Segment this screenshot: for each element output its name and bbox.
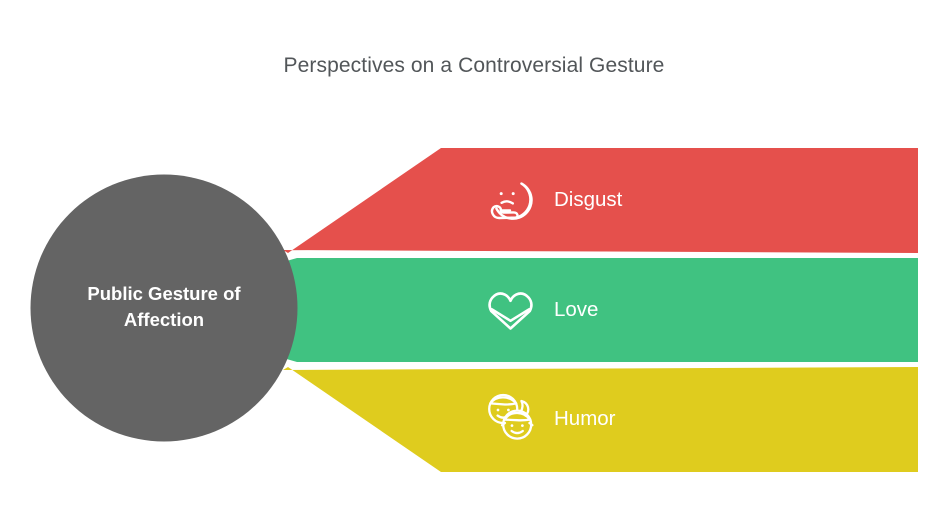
branch-band-humor[interactable] bbox=[283, 367, 918, 472]
heart-icon bbox=[488, 292, 533, 330]
branch-band-love[interactable] bbox=[283, 258, 918, 362]
hub-circle[interactable] bbox=[30, 174, 298, 442]
branch-band-disgust[interactable] bbox=[283, 148, 918, 253]
two-smiling-faces-icon bbox=[488, 393, 534, 440]
branch-band-group bbox=[283, 148, 918, 472]
nauseated-face-icon bbox=[490, 182, 533, 220]
page-title: Perspectives on a Controversial Gesture bbox=[283, 54, 665, 77]
